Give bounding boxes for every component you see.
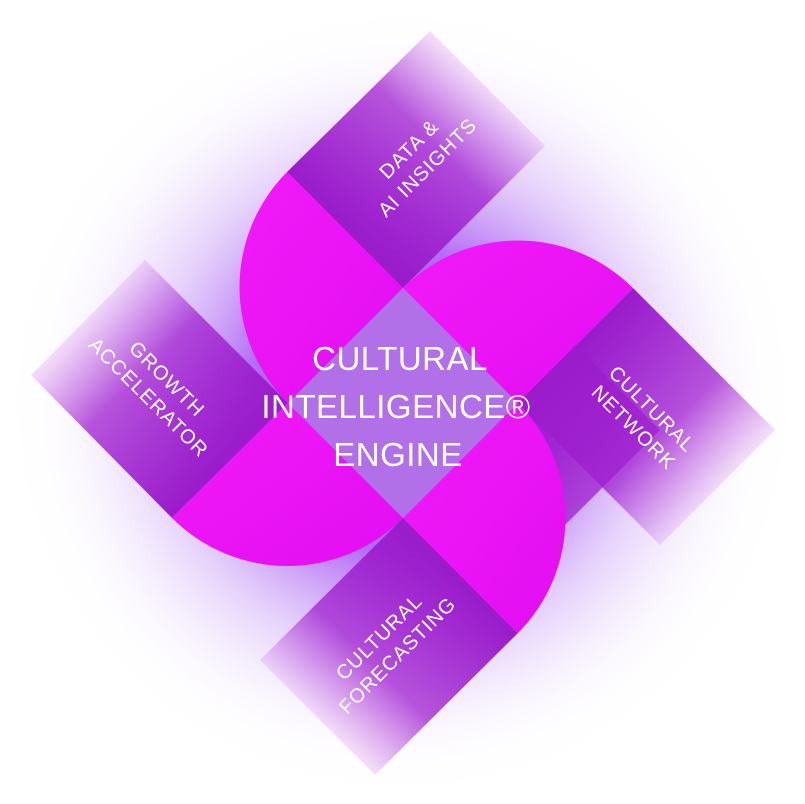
center-diamond-shade [288, 288, 518, 518]
petal-right [403, 240, 633, 403]
center-title-line3: ENGINE [333, 436, 463, 473]
arm-data-ai-insights [287, 31, 545, 288]
center-diamond [288, 288, 518, 518]
arm-cultural-network-outer [518, 288, 775, 545]
arm-growth-accelerator [31, 260, 288, 518]
center-title-line2: INTELLIGENCE® [261, 388, 530, 425]
center-title-line1: CULTURAL [312, 340, 488, 377]
petal-left [172, 403, 403, 566]
arm-cultural-forecasting [260, 518, 518, 775]
center-title: CULTURAL INTELLIGENCE® ENGINE [261, 340, 530, 473]
petal-top [239, 172, 403, 403]
petal-bottom [403, 403, 566, 633]
